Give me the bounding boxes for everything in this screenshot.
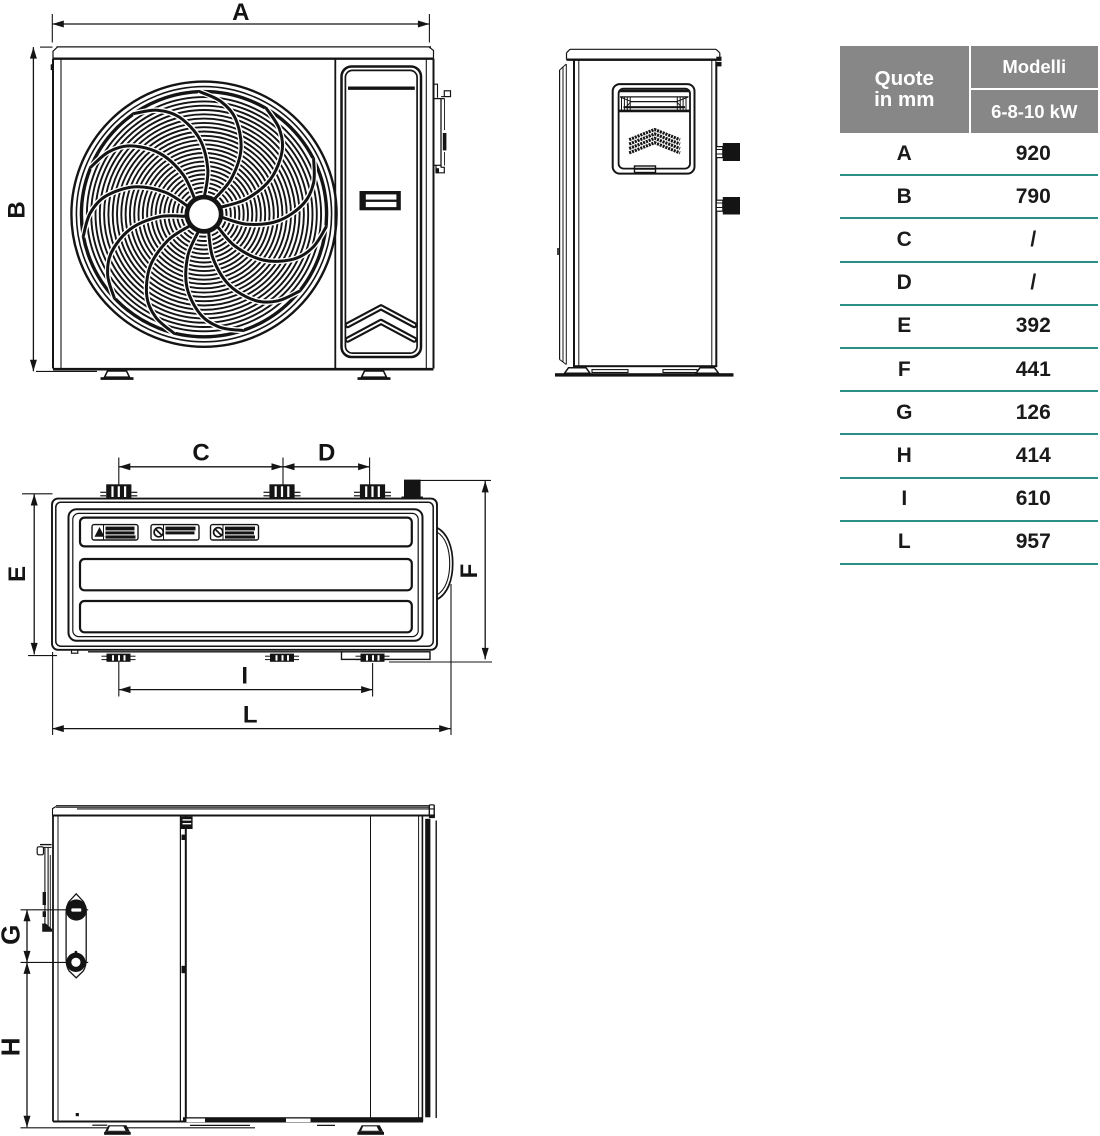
svg-text:I: I (241, 663, 248, 690)
svg-text:C: C (192, 439, 209, 466)
svg-text:L: L (243, 702, 258, 729)
svg-text:G: G (0, 925, 26, 945)
svg-text:H: H (0, 1037, 26, 1056)
svg-text:B: B (4, 201, 31, 218)
svg-text:D: D (318, 439, 335, 466)
svg-text:F: F (456, 564, 483, 579)
svg-text:A: A (232, 0, 249, 26)
svg-text:E: E (4, 566, 31, 582)
